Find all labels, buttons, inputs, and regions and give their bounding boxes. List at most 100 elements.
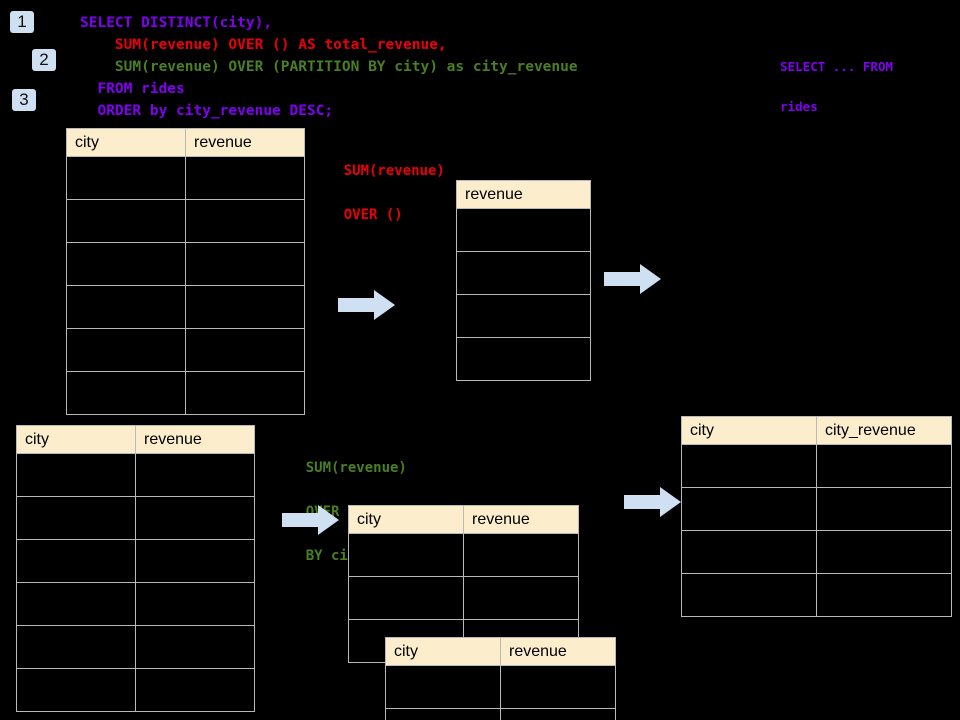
annotation-total-revenue-line-2: OVER () xyxy=(343,207,403,223)
table-cell xyxy=(66,328,186,372)
table-cell xyxy=(348,533,464,577)
table-row xyxy=(681,444,952,488)
table-cell xyxy=(500,708,616,720)
column-header-revenue: revenue xyxy=(135,425,255,454)
annotation-total-revenue-line-1: SUM(revenue) xyxy=(343,163,445,179)
table-row xyxy=(16,668,255,712)
table-cell xyxy=(16,496,136,540)
table-cell xyxy=(456,251,591,295)
table-cell xyxy=(16,582,136,626)
table-row xyxy=(66,242,305,286)
table-row xyxy=(16,582,255,626)
table-cell xyxy=(463,533,579,577)
column-header-city: city xyxy=(385,637,501,666)
column-header-revenue: revenue xyxy=(500,637,616,666)
table-row xyxy=(385,708,616,720)
table-row xyxy=(348,576,579,620)
sql-line-total-revenue: SUM(revenue) OVER () AS total_revenue, xyxy=(80,37,447,53)
table-row xyxy=(16,625,255,669)
column-header-city: city xyxy=(16,425,136,454)
table-row xyxy=(348,533,579,577)
table-row xyxy=(16,453,255,497)
column-header-revenue: revenue xyxy=(456,180,591,209)
table-row xyxy=(681,487,952,531)
table-cell xyxy=(681,487,817,531)
table-row xyxy=(66,285,305,329)
table-cell xyxy=(135,625,255,669)
table-cell xyxy=(135,453,255,497)
sql-line-order-by: ORDER by city_revenue DESC; xyxy=(80,103,334,119)
column-header-city: city xyxy=(66,128,186,157)
table-cell xyxy=(66,242,186,286)
table-cell xyxy=(135,539,255,583)
column-header-city: city xyxy=(681,416,817,445)
side-note-select-from: SELECT ... FROM rides xyxy=(750,37,893,137)
arrow-partition-to-result-icon xyxy=(624,485,682,519)
side-note-line-2: rides xyxy=(780,99,818,114)
table-cell xyxy=(463,576,579,620)
table-cell xyxy=(16,625,136,669)
table-cell xyxy=(185,242,305,286)
table-cell xyxy=(185,199,305,243)
annotation-total-revenue: SUM(revenue) OVER () xyxy=(310,138,445,248)
table-row xyxy=(66,199,305,243)
sql-line-from: FROM rides xyxy=(80,81,185,97)
table-row xyxy=(456,337,591,381)
arrow-source-to-revenue-icon xyxy=(338,288,396,322)
table-cell xyxy=(681,444,817,488)
table-cell xyxy=(681,573,817,617)
table-cell xyxy=(456,208,591,252)
table-row xyxy=(66,156,305,200)
column-header-revenue: revenue xyxy=(463,505,579,534)
table-cell xyxy=(816,573,952,617)
table-cell xyxy=(135,582,255,626)
table-cell xyxy=(185,156,305,200)
table-row xyxy=(456,294,591,338)
table-cell xyxy=(66,156,186,200)
step-badge-2: 2 xyxy=(32,49,56,71)
table-cell xyxy=(66,371,186,415)
table-cell xyxy=(500,665,616,709)
table-row xyxy=(16,496,255,540)
table-cell xyxy=(185,328,305,372)
table-cell xyxy=(16,453,136,497)
table-cell xyxy=(16,539,136,583)
column-header-revenue: revenue xyxy=(185,128,305,157)
table-cell xyxy=(816,530,952,574)
table-revenue-aggregate: revenue xyxy=(456,180,591,381)
table-cell xyxy=(816,444,952,488)
table-row xyxy=(456,251,591,295)
step-badge-1: 1 xyxy=(10,11,34,33)
table-header-row: revenue xyxy=(456,180,591,209)
column-header-city-revenue: city_revenue xyxy=(816,416,952,445)
table-row xyxy=(681,530,952,574)
table-cell xyxy=(816,487,952,531)
step-badge-3: 3 xyxy=(12,89,36,111)
sql-line-city-revenue: SUM(revenue) OVER (PARTITION BY city) as… xyxy=(80,59,578,75)
table-cell xyxy=(185,285,305,329)
table-cell xyxy=(185,371,305,415)
table-cell xyxy=(16,668,136,712)
table-row xyxy=(385,665,616,709)
table-row xyxy=(681,573,952,617)
table-cell xyxy=(135,668,255,712)
table-row xyxy=(66,371,305,415)
table-cell xyxy=(456,294,591,338)
table-cell xyxy=(456,337,591,381)
side-note-line-1: SELECT ... FROM xyxy=(780,59,893,74)
table-cell xyxy=(385,708,501,720)
table-cell xyxy=(348,576,464,620)
column-header-city: city xyxy=(348,505,464,534)
annotation-city-revenue-line-1: SUM(revenue) xyxy=(305,460,407,476)
table-cell xyxy=(385,665,501,709)
